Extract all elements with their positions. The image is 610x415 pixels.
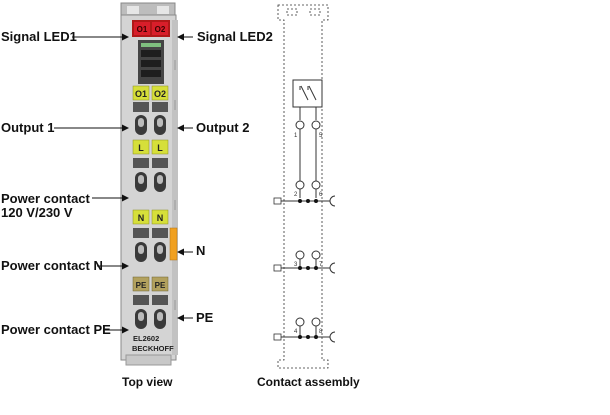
label-output2: Output 2	[196, 120, 250, 135]
tag-n-left-label: N	[138, 213, 145, 223]
label-n: N	[196, 243, 206, 258]
contact-4	[295, 317, 305, 327]
indicator-slot	[141, 50, 161, 57]
tag-l-left	[132, 139, 150, 155]
label-pe: PE	[196, 310, 214, 325]
bus-l-left-end	[273, 197, 282, 205]
led1-label: O1	[137, 25, 148, 34]
assembly-outline	[277, 4, 329, 369]
terminal-module: O1 O2 O1 O2 L	[120, 2, 178, 366]
tag-output1-label: O1	[135, 89, 147, 99]
module-side-rib	[172, 20, 178, 355]
terminal-group-n	[133, 228, 168, 262]
caption-top-view: Top view	[122, 375, 173, 389]
tag-l-right	[151, 139, 169, 155]
module-brand: BECKHOFF	[132, 344, 174, 353]
tag-output2	[151, 85, 169, 101]
terminal-release	[133, 102, 149, 112]
signal-led2	[152, 22, 168, 35]
contact-5	[311, 120, 321, 130]
contact-number: 1	[294, 133, 298, 139]
label-signal-led1: Signal LED1	[1, 29, 77, 44]
label-power-contact: Power contact	[1, 191, 90, 206]
caption-contact-assembly: Contact assembly	[257, 375, 360, 389]
indicator-strip	[141, 43, 161, 47]
terminal-group-l	[133, 158, 168, 192]
contact-number: 3	[294, 262, 298, 268]
indicator-slot	[141, 60, 161, 67]
tag-pe-left	[132, 276, 150, 292]
bus-pe-right-end	[329, 331, 336, 343]
clip-slot-left	[127, 6, 139, 14]
module-bottom-foot	[125, 354, 172, 366]
tag-l-left-label: L	[138, 143, 144, 153]
indicator-slot	[141, 70, 161, 77]
contact-number: 4	[294, 329, 298, 335]
label-power-contact-n: Power contact N	[1, 258, 103, 273]
contact-1	[295, 120, 305, 130]
n-power-contact-orange	[169, 227, 178, 261]
terminal-release	[152, 102, 168, 112]
contact-8	[311, 317, 321, 327]
led2-label: O2	[155, 25, 166, 34]
clip-slot-right	[157, 6, 169, 14]
bus-n-left-end	[273, 264, 282, 272]
signal-led1	[134, 22, 150, 35]
contact-7	[311, 250, 321, 260]
contact-number: 7	[319, 262, 323, 268]
tag-n-left	[132, 209, 150, 225]
tag-n-right-label: N	[157, 213, 164, 223]
contact-number: 6	[319, 192, 323, 198]
bus-pe-left-end	[273, 333, 282, 341]
label-power-contact-voltage: 120 V/230 V	[1, 205, 73, 220]
terminal-group-output	[133, 102, 168, 135]
label-power-contact-pe: Power contact PE	[1, 322, 111, 337]
bus-n-right-end	[329, 262, 336, 274]
tag-l-right-label: L	[157, 143, 163, 153]
label-output1: Output 1	[1, 120, 55, 135]
tag-pe-right-label: PE	[155, 281, 166, 290]
callout-arrows	[54, 33, 193, 334]
tag-pe-left-label: PE	[136, 281, 147, 290]
contact-3	[295, 250, 305, 260]
contact-number: 2	[294, 192, 298, 198]
module-model: EL2602	[133, 334, 159, 343]
contact-2	[295, 180, 305, 190]
contact-number: 5	[319, 133, 323, 139]
bus-l-right-end	[329, 195, 336, 207]
contact-number: 8	[319, 329, 323, 335]
tag-pe-right	[151, 276, 169, 292]
tag-n-right	[151, 209, 169, 225]
label-signal-led2: Signal LED2	[197, 29, 273, 44]
contact-assembly: 1 5 2 6 3 7	[273, 4, 336, 369]
contact-6	[311, 180, 321, 190]
terminal-group-pe	[133, 295, 168, 329]
tag-output1	[132, 85, 150, 101]
relay-switch-box	[292, 79, 323, 108]
tag-output2-label: O2	[154, 89, 166, 99]
